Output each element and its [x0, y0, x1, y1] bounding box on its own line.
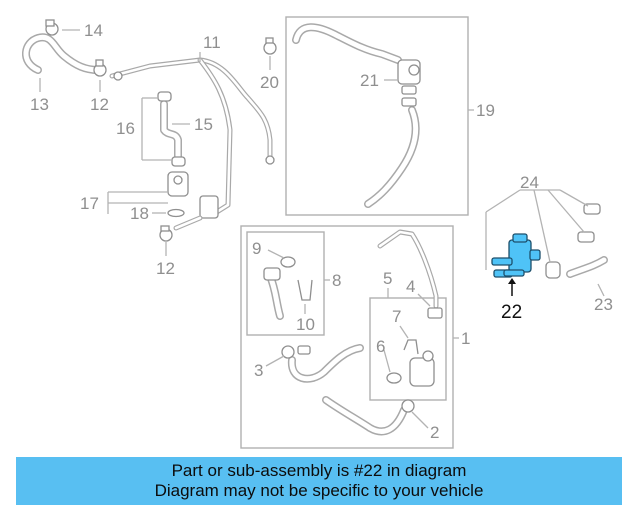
callout-10: 10: [296, 315, 315, 334]
banner-line-2: Diagram may not be specific to your vehi…: [154, 481, 484, 500]
group-box-8: [246, 231, 325, 336]
callout-1: 1: [461, 329, 470, 348]
housing-17: [167, 171, 189, 197]
hose-2: [322, 396, 415, 436]
callout-15: 15: [194, 115, 213, 134]
callout-14: 14: [84, 21, 103, 40]
hose-19: [292, 23, 420, 208]
hose-13: [22, 33, 102, 74]
callout-16: 16: [116, 119, 135, 138]
info-banner: Part or sub-assembly is #22 in diagram D…: [16, 457, 622, 505]
callout-3: 3: [254, 361, 263, 380]
pipe-4: [377, 229, 443, 319]
callout-9: 9: [252, 239, 261, 258]
clamp-20: [263, 37, 277, 55]
callout-13: 13: [30, 95, 49, 114]
callout-2: 2: [430, 423, 439, 442]
banner-line-1: Part or sub-assembly is #22 in diagram: [171, 461, 467, 480]
callout-22: 22: [501, 302, 522, 323]
seal-9: [280, 256, 296, 268]
callout-18: 18: [130, 204, 149, 223]
callout-8: 8: [332, 271, 341, 290]
callout-11: 11: [203, 33, 221, 52]
connector-21: [397, 59, 421, 107]
hose-23: [545, 203, 608, 279]
callout-7: 7: [392, 307, 401, 326]
clamp-14: [45, 19, 59, 36]
callout-21: 21: [360, 71, 379, 90]
group-box-1: [240, 225, 454, 449]
connector-8: [263, 267, 284, 320]
callout-17: 17: [80, 194, 99, 213]
callout-12-bottom: 12: [156, 259, 175, 278]
callout-23: 23: [594, 295, 613, 314]
clamp-12-bottom: [159, 225, 173, 242]
callout-12-top: 12: [90, 95, 109, 114]
callout-24: 24: [520, 173, 539, 192]
callout-5: 5: [383, 269, 392, 288]
callout-6: 6: [376, 337, 385, 356]
callout-4: 4: [406, 277, 415, 296]
leader-lines: [39, 29, 605, 429]
clamp-12-top: [93, 59, 107, 77]
seal-18: [167, 208, 185, 218]
housing-5: [409, 350, 435, 387]
clip-7: [403, 339, 419, 355]
callout-19: 19: [476, 101, 495, 120]
clip-10: [297, 279, 313, 301]
hose-3: [281, 344, 364, 383]
group-box-19: [285, 16, 469, 216]
valve-22-highlighted: [491, 233, 541, 278]
parts-diagram: 14 13 12 11 15 16 17 18 12 20 21 19 9 8 …: [22, 16, 613, 449]
callout-20: 20: [260, 73, 279, 92]
pipe-11: [109, 57, 275, 231]
hose-15: [157, 91, 186, 167]
seal-6: [386, 372, 402, 384]
